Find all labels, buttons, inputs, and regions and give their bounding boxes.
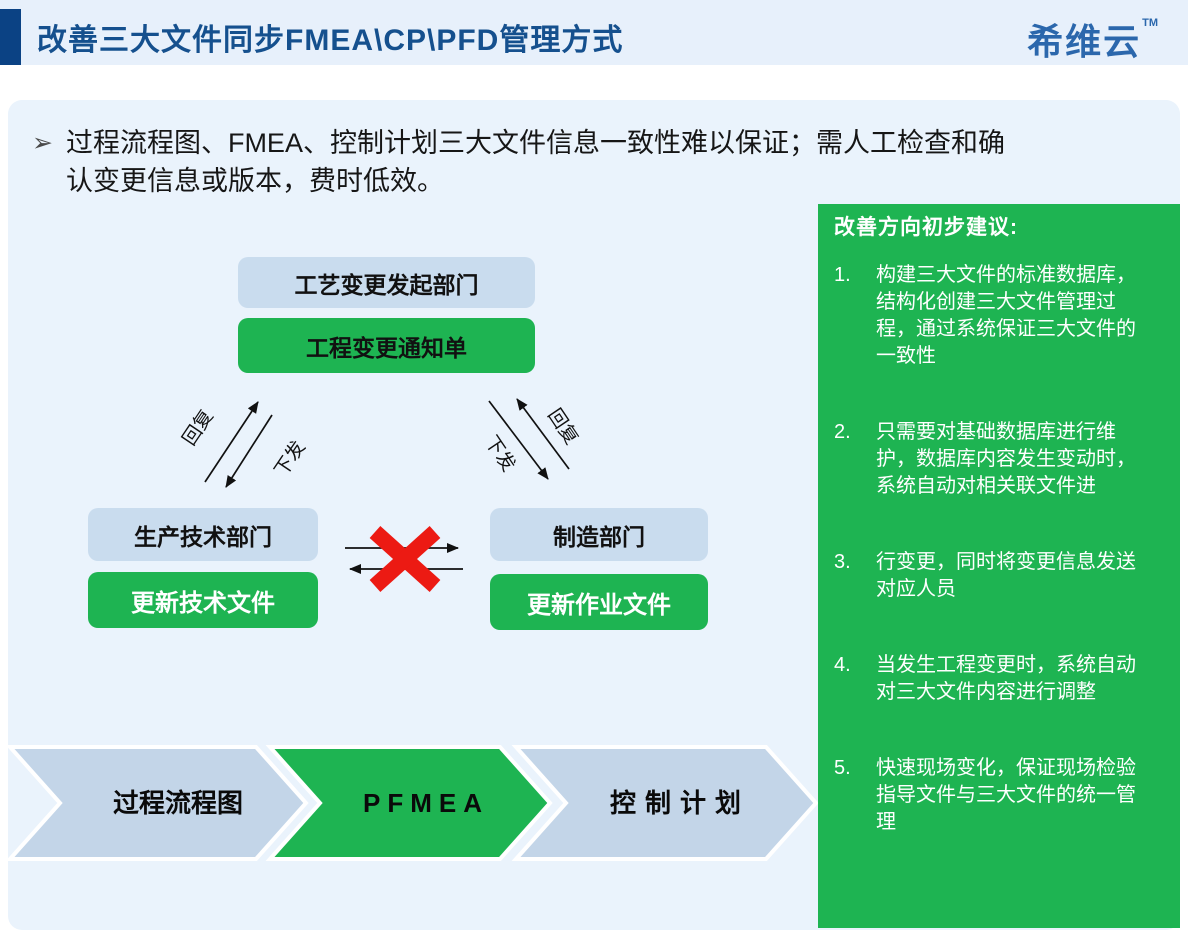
box-engineering-change-notice: 工程变更通知单 <box>238 318 535 373</box>
problem-statement: ➢ 过程流程图、FMEA、控制计划三大文件信息一致性难以保证；需人工检查和确认变… <box>32 124 1006 200</box>
suggestion-item: 1. 构建三大文件的标准数据库，结构化创建三大文件管理过程，通过系统保证三大文件… <box>834 262 1180 370</box>
box-production-tech-dept: 生产技术部门 <box>88 508 318 561</box>
brand-logo-text: 希维云 <box>1027 21 1142 62</box>
chevron-process-flow-label: 过程流程图 <box>113 788 243 818</box>
chevron-control-plan-label: 控制计划 <box>610 788 750 818</box>
suggestion-item: 4. 当发生工程变更时，系统自动对三大文件内容进行调整 <box>834 652 1180 706</box>
brand-logo: 希维云TM <box>1027 13 1158 65</box>
box-update-tech-docs: 更新技术文件 <box>88 572 318 628</box>
suggestion-text: 只需要对基础数据库进行维护，数据库内容发生变动时，系统自动对相关联文件进 <box>876 421 1136 497</box>
left-reply-arrow <box>204 401 259 483</box>
chevron-process-flow <box>8 745 309 861</box>
chevron-control-plan <box>511 745 819 861</box>
suggestion-number: 4. <box>834 654 851 676</box>
left-reply-label: 回复 <box>178 406 217 450</box>
chevron-pfmea <box>265 745 553 861</box>
right-reply-label: 回复 <box>543 405 582 449</box>
suggestion-text: 构建三大文件的标准数据库，结构化创建三大文件管理过程，通过系统保证三大文件的一致… <box>876 264 1136 367</box>
title-accent-bar <box>0 9 21 65</box>
left-issue-arrow <box>225 414 273 488</box>
left-issue-label: 下发 <box>270 437 309 481</box>
suggestions-title: 改善方向初步建议: <box>834 216 1018 239</box>
header-strip: 改善三大文件同步FMEA\CP\PFD管理方式 希维云TM <box>0 0 1188 65</box>
box-manufacturing-dept: 制造部门 <box>490 508 708 561</box>
right-issue-label: 下发 <box>480 432 519 476</box>
suggestion-item: 5. 快速现场变化，保证现场检验指导文件与三大文件的统一管理 <box>834 755 1180 836</box>
suggestion-text: 快速现场变化，保证现场检验指导文件与三大文件的统一管理 <box>876 757 1136 833</box>
suggestion-item: 2. 只需要对基础数据库进行维护，数据库内容发生变动时，系统自动对相关联文件进 <box>834 419 1180 500</box>
red-x-icon <box>369 526 441 592</box>
right-issue-arrow <box>488 400 549 480</box>
suggestion-text: 行变更，同时将变更信息发送对应人员 <box>876 551 1136 600</box>
process-chevron-strip: 过程流程图 PFMEA 控制计划 <box>8 745 819 861</box>
suggestion-number: 3. <box>834 551 851 573</box>
box-process-change-dept: 工艺变更发起部门 <box>238 257 535 308</box>
chevron-pfmea-label: PFMEA <box>363 788 489 818</box>
page-title: 改善三大文件同步FMEA\CP\PFD管理方式 <box>37 24 624 57</box>
suggestion-text: 当发生工程变更时，系统自动对三大文件内容进行调整 <box>876 654 1136 703</box>
suggestion-item: 3. 行变更，同时将变更信息发送对应人员 <box>834 549 1180 603</box>
trademark-mark: TM <box>1142 17 1158 29</box>
problem-text: 过程流程图、FMEA、控制计划三大文件信息一致性难以保证；需人工检查和确认变更信… <box>65 128 1005 196</box>
right-reply-arrow <box>516 398 570 470</box>
arrow-bullet-icon: ➢ <box>32 129 53 157</box>
content-panel: ➢ 过程流程图、FMEA、控制计划三大文件信息一致性难以保证；需人工检查和确认变… <box>8 100 1180 930</box>
box-update-work-docs: 更新作业文件 <box>490 574 708 630</box>
suggestion-number: 1. <box>834 264 851 286</box>
suggestion-number: 2. <box>834 421 851 443</box>
suggestions-panel: 改善方向初步建议: 1. 构建三大文件的标准数据库，结构化创建三大文件管理过程，… <box>818 204 1180 928</box>
suggestion-number: 5. <box>834 757 851 779</box>
